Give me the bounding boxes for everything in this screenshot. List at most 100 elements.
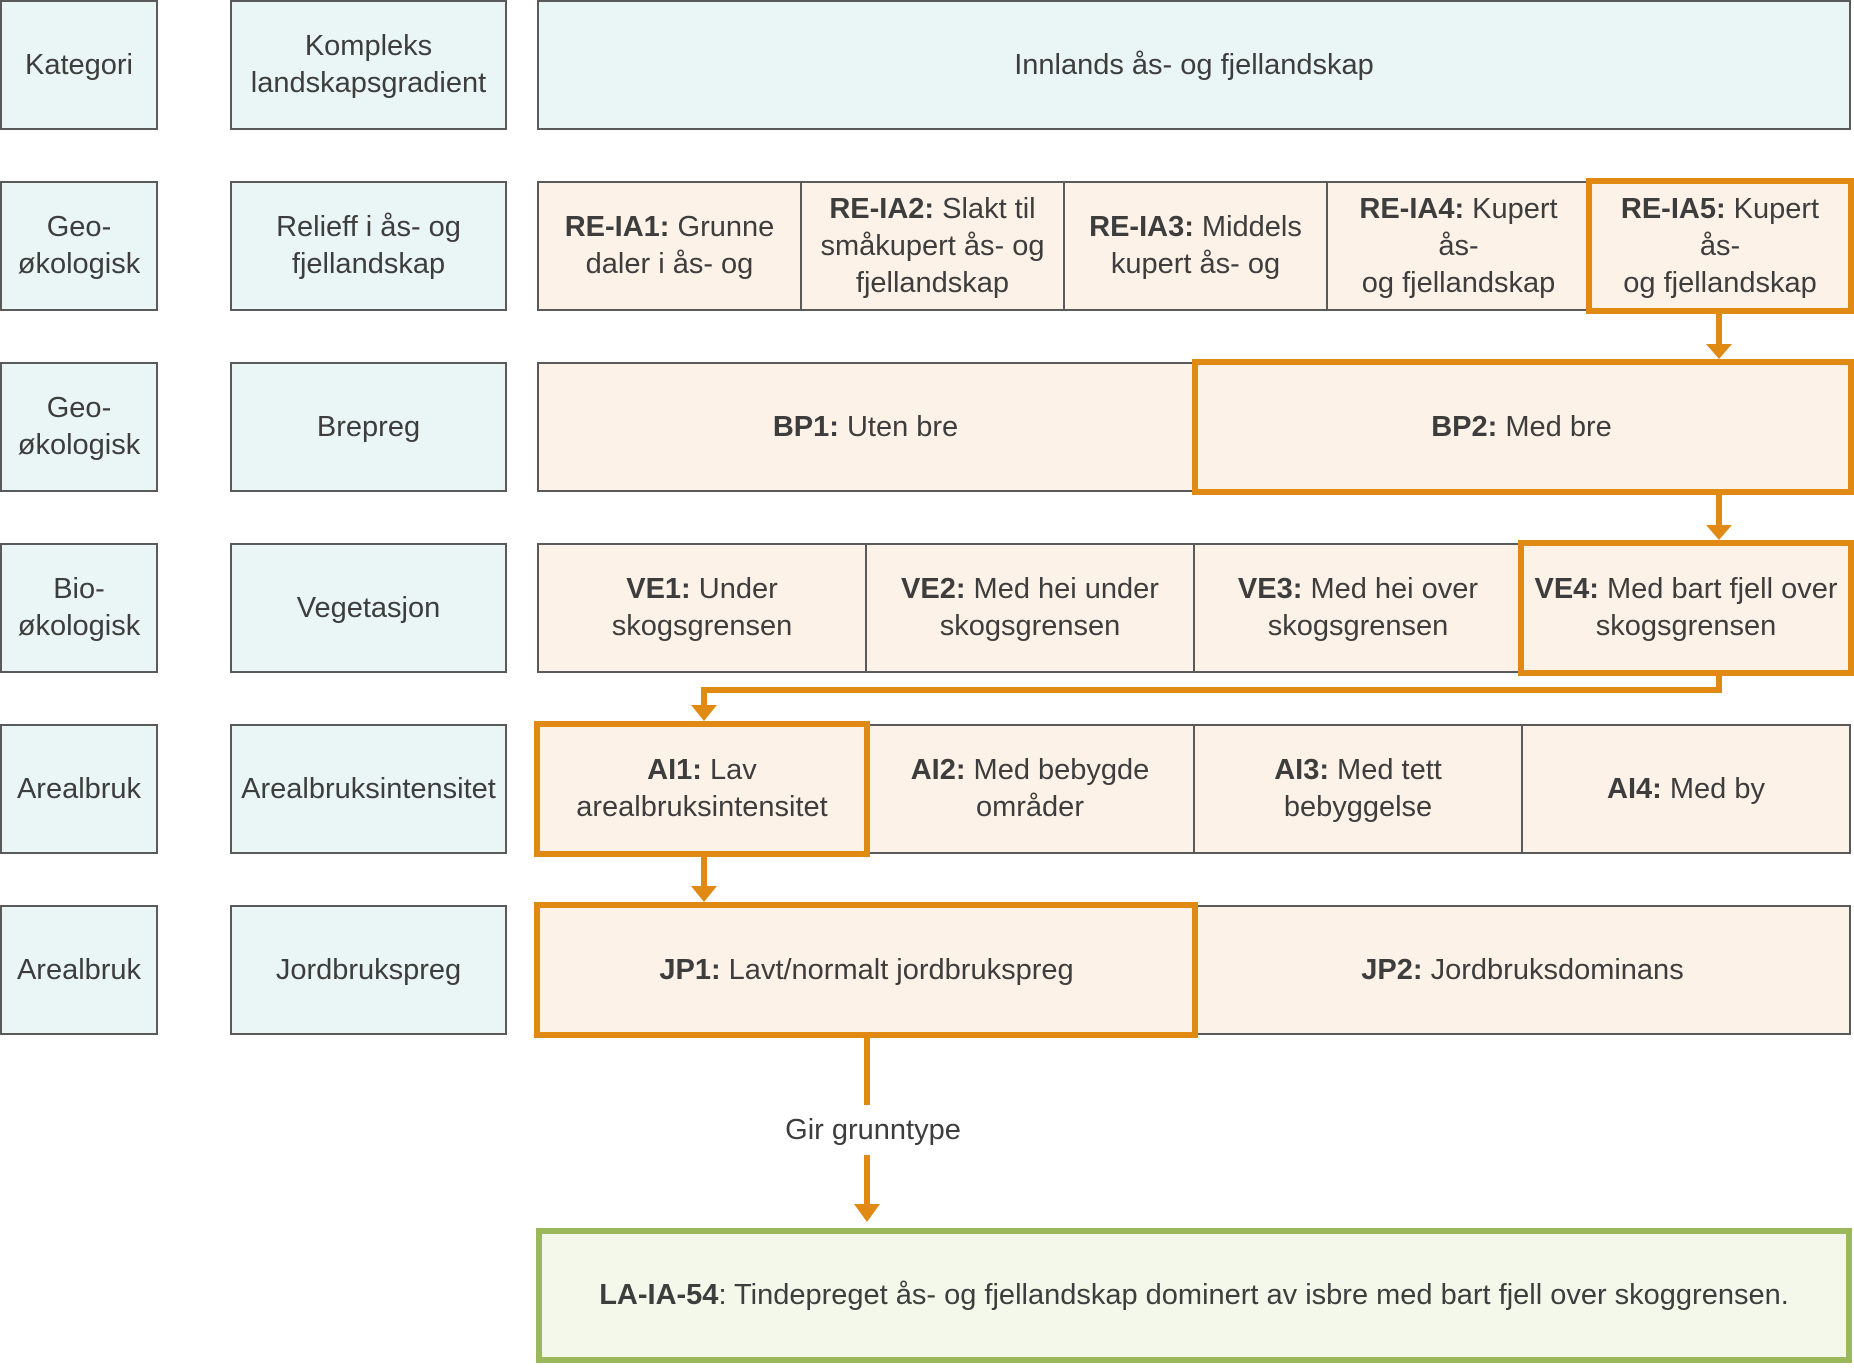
- cell-re-ia1: RE-IA1: Grunne daler i ås- og: [537, 181, 802, 311]
- cell-bp1: BP1: Uten bre: [537, 362, 1194, 492]
- cell-label: JP1: Lavt/normalt jordbrukspreg: [659, 952, 1073, 989]
- arrowhead-jp1: [691, 886, 717, 902]
- row-jordbrukspreg-gradient: Jordbrukspreg: [230, 905, 507, 1035]
- cell-code: JP2:: [1361, 953, 1423, 986]
- cell-label: AI2: Med bebygde områder: [911, 752, 1150, 826]
- cell-code: AI2:: [910, 754, 966, 786]
- category-text: Bio- økologisk: [17, 573, 141, 642]
- cell-text: Grunne daler i ås- og: [585, 211, 775, 280]
- arrowhead-ve4: [1706, 525, 1732, 540]
- category-text: Arealbruk: [16, 772, 142, 805]
- row-brepreg-category: Geo- økologisk: [0, 362, 158, 492]
- cell-re-ia2: RE-IA2: Slakt til småkupert ås- og fjell…: [800, 181, 1065, 311]
- cell-text: Kupert ås- og fjellandskap: [1361, 192, 1558, 299]
- cell-text: Slakt til småkupert ås- og fjellandskap: [820, 192, 1045, 299]
- cell-label: RE-IA4: Kupert ås- og fjellandskap: [1338, 191, 1579, 302]
- cell-ve3: VE3: Med hei over skogsgrensen: [1193, 543, 1523, 673]
- cell-code: RE-IA1:: [564, 211, 670, 243]
- arrowhead-result: [854, 1204, 880, 1222]
- gradient-text: Jordbrukspreg: [275, 953, 462, 986]
- cell-ve2: VE2: Med hei under skogsgrensen: [865, 543, 1195, 673]
- gradient-text: Vegetasjon: [296, 591, 441, 624]
- category-text: Geo- økologisk: [17, 392, 141, 461]
- cell-label: AI3: Med tett bebyggelse: [1205, 752, 1511, 826]
- cell-code: JP1:: [659, 953, 721, 986]
- category-text: Arealbruk: [16, 953, 142, 986]
- cell-text: Lav arealbruksintensitet: [576, 754, 828, 823]
- row-jordbrukspreg-category: Arealbruk: [0, 905, 158, 1035]
- cell-code: VE3:: [1237, 573, 1303, 605]
- cell-text: Med bart fjell over skogsgrensen: [1595, 573, 1838, 642]
- row-arealbruksintensitet-gradient: Arealbruksintensitet: [230, 724, 507, 854]
- row-relieff-category: Geo- økologisk: [0, 181, 158, 311]
- category-text: Geo- økologisk: [17, 211, 141, 280]
- cell-label: BP2: Med bre: [1431, 409, 1612, 446]
- cell-label: RE-IA2: Slakt til småkupert ås- og fjell…: [820, 191, 1044, 302]
- cell-label: AI1: Lav arealbruksintensitet: [576, 752, 827, 826]
- result-box: LA-IA-54: Tindepreget ås- og fjellandska…: [536, 1228, 1852, 1363]
- gradient-text: Relieff i ås- og fjellandskap: [276, 211, 461, 280]
- cell-text: Med bre: [1497, 410, 1612, 443]
- cell-code: RE-IA4:: [1359, 192, 1465, 225]
- cell-code: RE-IA5:: [1620, 192, 1726, 225]
- result-code: LA-IA-54: [599, 1279, 719, 1311]
- cell-label: JP2: Jordbruksdominans: [1361, 952, 1683, 989]
- cell-text: Middels kupert ås- og: [1110, 211, 1302, 280]
- cell-label: VE1: Under skogsgrensen: [612, 571, 793, 645]
- cell-text: Uten bre: [838, 410, 959, 443]
- cell-code: RE-IA3:: [1089, 211, 1194, 243]
- cell-re-ia4: RE-IA4: Kupert ås- og fjellandskap: [1326, 181, 1591, 311]
- row-vegetasjon-gradient: Vegetasjon: [230, 543, 507, 673]
- gradient-text: Arealbruksintensitet: [241, 772, 496, 805]
- row-brepreg-gradient: Brepreg: [230, 362, 507, 492]
- cell-text: Med bebygde områder: [973, 754, 1150, 823]
- cell-text: Med by: [1661, 772, 1765, 805]
- cell-text: Med hei under skogsgrensen: [939, 573, 1159, 642]
- row-relieff-gradient: Relieff i ås- og fjellandskap: [230, 181, 507, 311]
- header-gradient-text: Kompleks landskapsgradient: [250, 30, 487, 99]
- cell-label: VE2: Med hei under skogsgrensen: [901, 571, 1159, 645]
- cell-label: VE4: Med bart fjell over skogsgrensen: [1534, 571, 1837, 645]
- cell-re-ia3: RE-IA3: Middels kupert ås- og: [1063, 181, 1328, 311]
- gradient-text: Brepreg: [316, 410, 421, 443]
- cell-code: VE1:: [626, 573, 691, 605]
- cell-label: AI4: Med by: [1607, 771, 1765, 808]
- header-gradient: Kompleks landskapsgradient: [230, 0, 507, 130]
- header-landscape: Innlands ås- og fjellandskap: [537, 0, 1851, 130]
- cell-code: BP2:: [1431, 410, 1498, 443]
- cell-text: Kupert ås- og fjellandskap: [1623, 192, 1820, 299]
- cell-ve1: VE1: Under skogsgrensen: [537, 543, 867, 673]
- cell-text: Med hei over skogsgrensen: [1267, 573, 1479, 642]
- cell-ai3: AI3: Med tett bebyggelse: [1193, 724, 1523, 854]
- result-label: LA-IA-54: Tindepreget ås- og fjellandska…: [599, 1277, 1789, 1314]
- cell-code: VE4:: [1534, 573, 1599, 605]
- caption-gir-grunntype: Gir grunntype: [767, 1112, 979, 1149]
- cell-code: VE2:: [901, 573, 966, 605]
- cell-text: Med tett bebyggelse: [1283, 754, 1442, 823]
- arrowhead-bp2: [1706, 344, 1732, 359]
- header-landscape-text: Innlands ås- og fjellandskap: [1014, 48, 1374, 81]
- cell-jp2: JP2: Jordbruksdominans: [1194, 905, 1851, 1035]
- header-category: Kategori: [0, 0, 158, 130]
- cell-label: VE3: Med hei over skogsgrensen: [1238, 571, 1478, 645]
- cell-text: Jordbruksdominans: [1422, 953, 1684, 986]
- cell-text: Lavt/normalt jordbrukspreg: [720, 953, 1074, 986]
- cell-text: Under skogsgrensen: [611, 573, 793, 642]
- row-vegetasjon-category: Bio- økologisk: [0, 543, 158, 673]
- cell-label: RE-IA3: Middels kupert ås- og: [1089, 209, 1302, 283]
- header-category-text: Kategori: [24, 48, 133, 81]
- cell-code: RE-IA2:: [829, 192, 935, 225]
- cell-code: BP1:: [772, 410, 839, 443]
- cell-code: AI4:: [1607, 772, 1662, 805]
- cell-ai1: AI1: Lav arealbruksintensitet: [537, 724, 867, 854]
- cell-label: BP1: Uten bre: [773, 409, 958, 446]
- row-arealbruksintensitet-category: Arealbruk: [0, 724, 158, 854]
- arrow-ve4-to-ai1: [701, 676, 1722, 706]
- arrowhead-ai1: [691, 705, 717, 721]
- cell-code: AI3:: [1274, 754, 1329, 786]
- cell-label: RE-IA1: Grunne daler i ås- og: [565, 209, 775, 283]
- result-text: : Tindepreget ås- og fjellandskap domine…: [718, 1279, 1789, 1311]
- cell-label: RE-IA5: Kupert ås- og fjellandskap: [1601, 191, 1839, 302]
- cell-ai4: AI4: Med by: [1521, 724, 1851, 854]
